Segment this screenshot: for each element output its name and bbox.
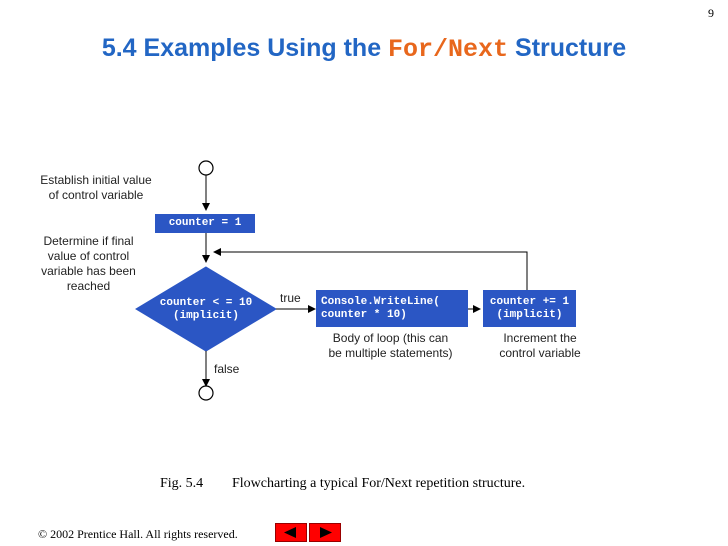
end-node [198,385,214,401]
prev-slide-button[interactable] [275,523,307,542]
decision-line-2: (implicit) [172,310,239,322]
decision-line-1: counter < = 10 [159,297,253,309]
body-line-2: counter * 10) [321,309,407,321]
init-box: counter = 1 [155,214,255,233]
copyright-text: © 2002 Prentice Hall. All rights reserve… [38,527,238,541]
increment-line-2: (implicit) [496,309,563,321]
label-increment: Increment the control variable [499,331,581,360]
label-false: false [214,362,240,376]
figure-caption-text: Flowcharting a typical For/Next repetiti… [232,476,526,491]
figure-number: Fig. 5.4 [160,476,204,491]
label-true: true [280,291,301,305]
left-arrow-icon [284,527,296,538]
right-arrow-icon [320,527,332,538]
label-initial-value: Establish initial value of control varia… [40,173,152,202]
title-suffix: Structure [508,34,627,62]
arrow-loop-back [213,248,528,296]
label-body: Body of loop (this can be multiple state… [328,331,453,360]
body-line-1: Console.WriteLine( [321,296,440,308]
next-slide-button[interactable] [309,523,341,542]
title-prefix: 5.4 Examples Using the [101,34,389,62]
decision-text: counter < = 10 (implicit) [146,297,266,323]
title-keyword: For/Next [388,35,509,64]
figure-caption: Fig. 5.4 Flowcharting a typical For/Next … [160,476,525,492]
page-number: 9 [708,6,714,20]
start-node [198,160,214,176]
increment-line-1: counter += 1 [489,296,570,308]
label-determine-final: Determine if final value of control vari… [41,234,136,293]
body-box: Console.WriteLine( counter * 10) [316,290,468,327]
increment-box: counter += 1 (implicit) [483,290,576,327]
page-title: 5.4 Examples Using the For/Next Structur… [0,34,728,64]
